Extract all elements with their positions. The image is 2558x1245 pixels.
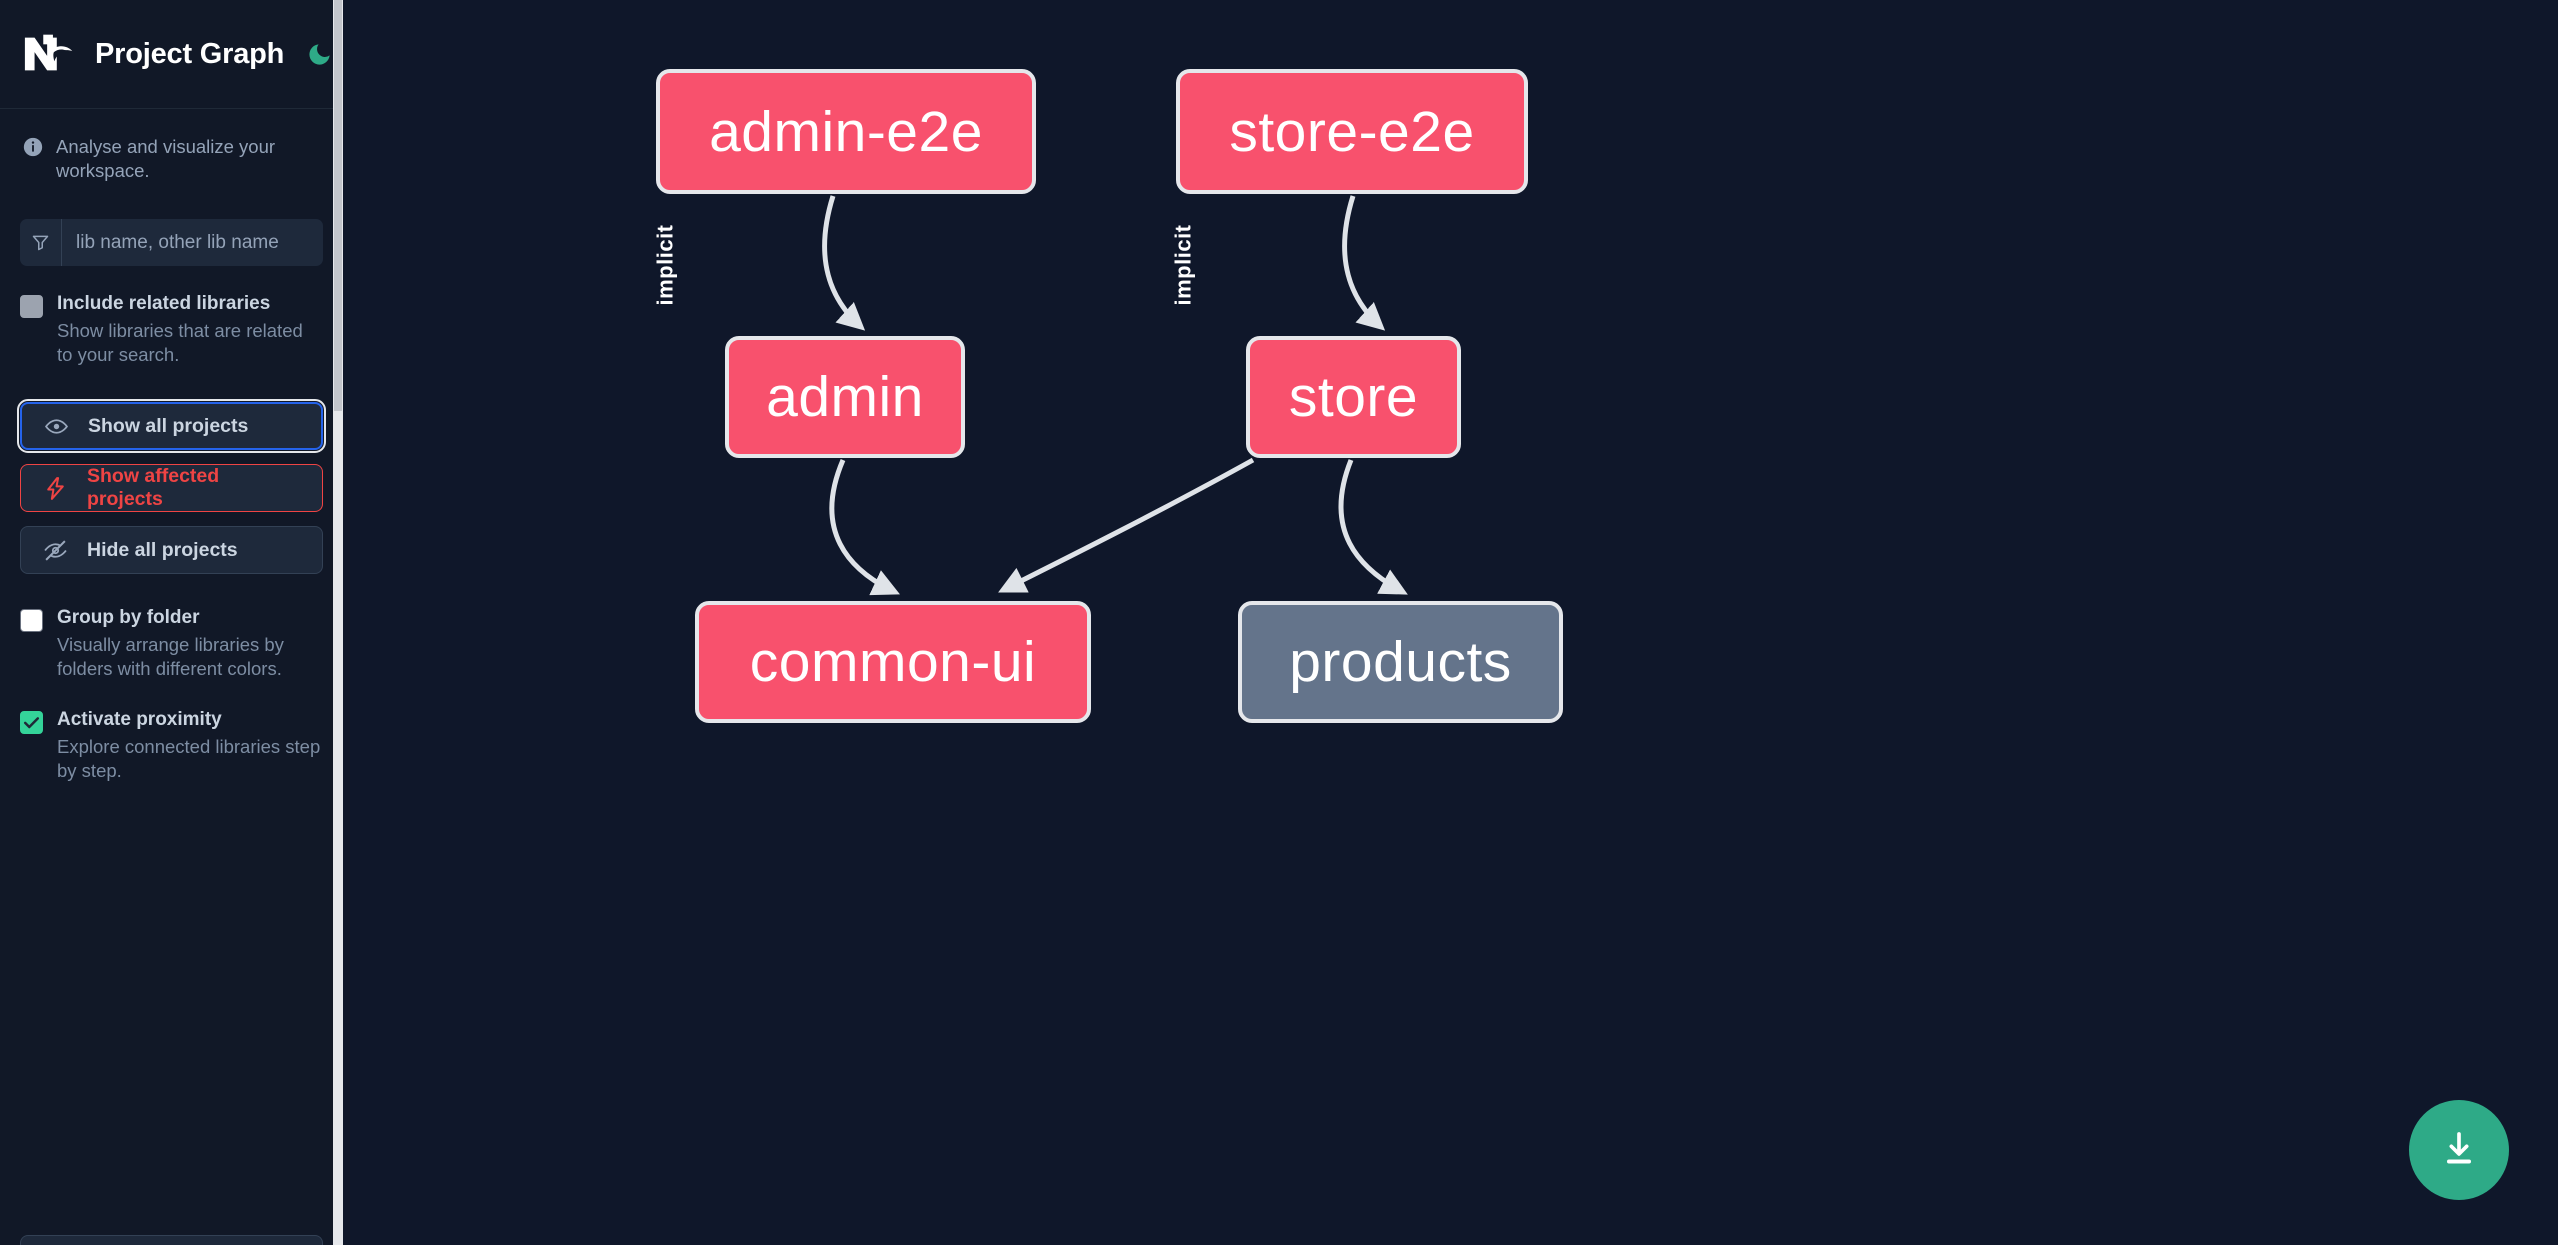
graph-node-store[interactable]: store	[1246, 336, 1461, 458]
edge-store-to-products	[1338, 459, 1408, 595]
graph-node-products[interactable]: products	[1238, 601, 1563, 723]
include-related-libraries-texts: Include related libraries Show libraries…	[57, 292, 323, 368]
check-icon	[23, 717, 40, 729]
sidebar-tagline: Analyse and visualize your workspace.	[0, 109, 343, 183]
nx-logo-icon	[22, 31, 80, 77]
download-icon	[2439, 1129, 2479, 1172]
group-by-folder-description: Visually arrange libraries by folders wi…	[57, 633, 284, 680]
download-button[interactable]	[2409, 1100, 2509, 1200]
group-by-folder-texts: Group by folder Visually arrange librari…	[57, 606, 323, 682]
include-related-libraries-description: Show libraries that are related to your …	[57, 319, 303, 366]
hide-all-projects-label: Hide all projects	[87, 538, 238, 561]
moon-icon[interactable]	[306, 37, 333, 71]
include-related-libraries-checkbox[interactable]	[20, 295, 43, 319]
project-visibility-buttons: Show all projects Show affected projects	[0, 399, 343, 575]
graph-node-store-e2e-label: store-e2e	[1229, 99, 1475, 164]
group-by-folder-label: Group by folder	[57, 607, 200, 629]
sidebar-tagline-text: Analyse and visualize your workspace.	[56, 136, 276, 182]
graph-node-common-ui[interactable]: common-ui	[695, 601, 1091, 723]
show-all-projects-button[interactable]: Show all projects	[17, 399, 326, 454]
graph-node-products-label: products	[1289, 630, 1512, 694]
graph-node-admin-label: admin	[766, 365, 924, 429]
sidebar: Project Graph Analyse and visualize your…	[0, 0, 343, 1245]
activate-proximity-texts: Activate proximity Explore connected lib…	[57, 708, 323, 784]
sidebar-next-control-peek[interactable]	[20, 1235, 323, 1245]
edge-store-e2e-to-store	[1342, 195, 1386, 331]
filter-field[interactable]	[20, 219, 323, 267]
show-all-projects-label: Show all projects	[88, 414, 249, 437]
graph-canvas[interactable]: implicit implicit admin-e2e store-e2e ad…	[343, 0, 2558, 1245]
edge-label-implicit-store: implicit	[1170, 224, 1196, 306]
hide-all-projects-button[interactable]: Hide all projects	[20, 526, 323, 575]
funnel-icon	[20, 219, 62, 267]
checkbox-row-group-by-folder[interactable]: Group by folder Visually arrange librari…	[0, 606, 343, 682]
search-input[interactable]	[62, 219, 323, 267]
graph-node-common-ui-label: common-ui	[749, 630, 1037, 694]
eye-icon	[44, 414, 70, 439]
sidebar-header: Project Graph	[0, 0, 343, 109]
sidebar-scrollbar-thumb[interactable]	[334, 0, 342, 411]
edge-admin-to-common-ui	[829, 459, 900, 596]
show-affected-projects-label: Show affected projects	[87, 465, 220, 511]
checkbox-row-activate-proximity[interactable]: Activate proximity Explore connected lib…	[0, 708, 343, 784]
activate-proximity-label: Activate proximity	[57, 708, 222, 730]
graph-node-admin[interactable]: admin	[725, 336, 965, 458]
graph-node-admin-e2e-label: admin-e2e	[709, 99, 983, 164]
include-related-libraries-label: Include related libraries	[57, 293, 271, 315]
group-by-folder-checkbox[interactable]	[20, 609, 43, 633]
activate-proximity-description: Explore connected libraries step by step…	[57, 735, 321, 782]
checkbox-row-include-related-libraries[interactable]: Include related libraries Show libraries…	[0, 292, 343, 368]
info-icon	[22, 136, 44, 163]
graph-node-admin-e2e[interactable]: admin-e2e	[656, 69, 1036, 194]
show-affected-projects-button[interactable]: Show affected projects	[20, 464, 323, 513]
eye-off-icon	[43, 538, 69, 563]
edge-store-to-common-ui	[998, 457, 1255, 593]
page-title: Project Graph	[95, 37, 285, 70]
edge-admin-e2e-to-admin	[822, 195, 866, 331]
activate-proximity-checkbox[interactable]	[20, 710, 43, 734]
graph-node-store-label: store	[1288, 365, 1419, 429]
lightning-icon	[43, 476, 69, 501]
edge-label-implicit-admin: implicit	[652, 224, 678, 306]
sidebar-scrollbar-track[interactable]	[333, 0, 343, 1245]
graph-node-store-e2e[interactable]: store-e2e	[1176, 69, 1528, 194]
